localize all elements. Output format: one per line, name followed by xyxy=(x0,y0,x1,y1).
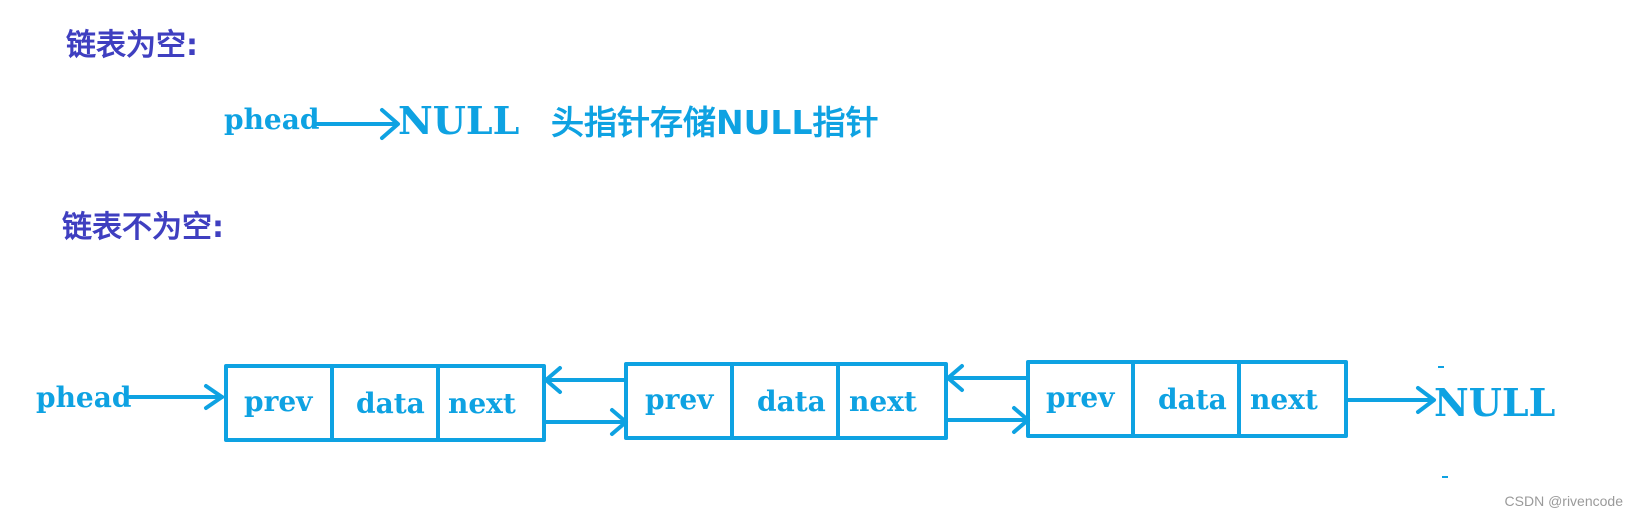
node-3-prev: prev xyxy=(1046,381,1115,414)
tail-null-label: NULL xyxy=(1434,380,1556,425)
node2-next-arrow xyxy=(944,406,1030,434)
node-1-prev: prev xyxy=(244,385,313,418)
watermark: CSDN @rivencode xyxy=(1504,493,1623,509)
node-2-next: next xyxy=(849,385,917,418)
phead-label: phead xyxy=(36,381,132,414)
stray-mark xyxy=(1442,476,1448,478)
node3-prev-arrow xyxy=(946,364,1030,392)
stray-mark xyxy=(1438,366,1444,368)
nonempty-list-heading: 链表不为空: xyxy=(62,210,224,245)
empty-null-label: NULL xyxy=(398,98,520,143)
phead-to-node1-arrow xyxy=(128,384,224,410)
empty-list-heading: 链表为空: xyxy=(66,28,198,63)
node-3-data: data xyxy=(1158,383,1227,416)
node-1-next: next xyxy=(448,387,516,420)
node-2-box xyxy=(624,362,948,440)
node-3-next: next xyxy=(1250,383,1318,416)
node-2-data: data xyxy=(757,385,826,418)
node2-prev-arrow xyxy=(544,366,628,394)
node-1-data: data xyxy=(356,387,425,420)
node-1-box xyxy=(224,364,546,442)
empty-description: 头指针存储NULL指针 xyxy=(551,103,879,142)
node1-next-arrow xyxy=(542,408,628,436)
empty-phead-label: phead xyxy=(224,103,320,136)
node3-next-to-null-arrow xyxy=(1344,386,1436,414)
empty-phead-arrow xyxy=(312,108,400,140)
node-2-prev: prev xyxy=(645,383,714,416)
